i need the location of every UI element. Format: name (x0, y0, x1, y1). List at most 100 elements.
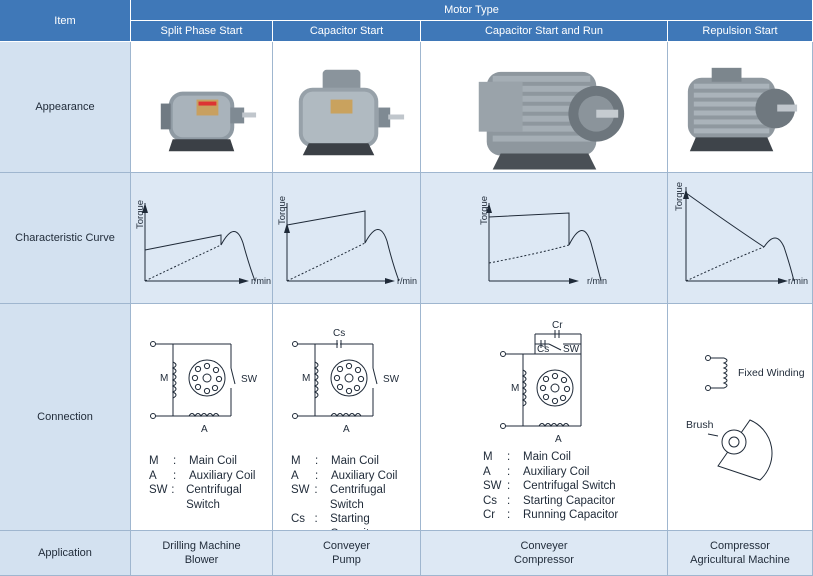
rmin-label: r/min (587, 276, 607, 286)
motor-photo-capacitor-start-run (478, 71, 625, 170)
label-a: A (343, 424, 350, 435)
legend-value: Centrifugal Switch (523, 480, 616, 492)
peak-torque-curve (568, 230, 602, 282)
brush-sector (717, 419, 773, 481)
motor-photo-repulsion-start (687, 67, 798, 152)
row-label-characteristic-curve: Characteristic Curve (0, 173, 131, 304)
label-a: A (201, 424, 208, 435)
x-axis-arrow (385, 278, 395, 284)
application-line: Agricultural Machine (690, 554, 790, 566)
peak-torque-curve (763, 237, 795, 282)
rmin-label: r/min (788, 276, 808, 286)
wiring-diagram-capacitor-start: Cs M A SW (292, 328, 400, 435)
legend-key: M (291, 455, 301, 467)
col-header-capacitor-start: Capacitor Start (273, 21, 421, 42)
y-axis-arrow (486, 203, 492, 213)
x-axis-arrow (778, 278, 788, 284)
legend-value: Main Coil (523, 451, 571, 463)
label-sw: SW (241, 374, 258, 385)
row-label-application: Application (0, 531, 131, 576)
col-header-repulsion-start: Repulsion Start (668, 21, 813, 42)
running-torque-dashed (144, 244, 222, 282)
wiring-diagram-capacitor-start-run: Cr Cs SW M A (500, 320, 582, 445)
y-axis-arrow (142, 203, 148, 213)
label-m: M (160, 373, 168, 384)
curve-split-phase: Torque r/min (131, 173, 273, 304)
application-line: Conveyer (520, 540, 568, 552)
legend-key: A (149, 469, 157, 482)
legend-value: Running Capacitor (523, 509, 619, 521)
label-m: M (302, 373, 310, 384)
legend-key: SW (149, 484, 168, 496)
application-line: Pump (332, 554, 361, 566)
legend-key: Cs (291, 513, 306, 525)
application-split-phase: Drilling Machine Blower (131, 531, 273, 576)
running-torque-dashed (488, 244, 570, 264)
starting-torque-line (286, 210, 366, 243)
col-header-split-phase: Split Phase Start (131, 21, 273, 42)
main-coil (171, 361, 177, 399)
x-axis-arrow (239, 278, 249, 284)
motor-photo-split-phase (160, 91, 257, 152)
rmin-label: r/min (397, 276, 417, 286)
label-a: A (555, 434, 562, 445)
legend-value: Auxiliary Coil (189, 469, 256, 482)
legend-value: Starting Capacitor (330, 513, 379, 530)
label-cr: Cr (552, 320, 563, 331)
legend-key: A (291, 469, 299, 482)
application-line: Compressor (514, 554, 574, 566)
label-sw: SW (383, 374, 400, 385)
label-brush: Brush (686, 419, 714, 431)
x-axis-arrow (569, 278, 579, 284)
appearance-repulsion-start (668, 42, 813, 173)
torque-label: Torque (277, 196, 288, 225)
legend-key: M (149, 455, 159, 467)
legend-value: Auxiliary Coil (523, 465, 590, 478)
connection-repulsion-start: Fixed Winding Brush (668, 304, 813, 531)
appearance-split-phase (131, 42, 273, 173)
label-cs: Cs (537, 344, 549, 355)
legend-key: Cs (483, 494, 498, 507)
application-capacitor-start: Conveyer Pump (273, 531, 421, 576)
application-line: Drilling Machine (162, 540, 241, 552)
legend-value: Main Coil (331, 455, 379, 467)
legend-key: M (483, 451, 493, 463)
application-line: Conveyer (322, 540, 371, 552)
row-label-appearance: Appearance (0, 42, 131, 173)
legend-capacitor-start-run: M:Main Coil A:Auxiliary Coil SW:Centrifu… (483, 451, 619, 521)
auxiliary-coil (538, 423, 570, 427)
starting-torque-line (144, 234, 222, 251)
item-header: Item (0, 0, 131, 42)
curve-repulsion-start: Torque r/min (668, 173, 813, 304)
legend-split-phase: M:Main Coil A:Auxiliary Coil SW:Centrifu… (149, 454, 272, 512)
peak-torque-curve (364, 229, 400, 282)
torque-curve-capacitor-start: Torque r/min (277, 196, 417, 286)
connection-capacitor-start: Cs M A SW M:Main Coil A:Auxiliary Coil S… (273, 304, 421, 531)
torque-label: Torque (479, 196, 490, 225)
connection-capacitor-start-run: Cr Cs SW M A M:Main Coil A:Auxiliary Coi… (421, 304, 668, 531)
curve-capacitor-start: Torque r/min (273, 173, 421, 304)
main-coil (313, 361, 319, 399)
torque-curve-split-phase: Torque r/min (135, 200, 271, 286)
y-axis-arrow (284, 223, 290, 233)
legend-value: Main Coil (189, 455, 237, 467)
rmin-label: r/min (251, 276, 271, 286)
auxiliary-coil (188, 413, 220, 417)
row-label-connection: Connection (0, 304, 131, 531)
motor-photo-capacitor-start (298, 69, 405, 156)
col-header-capacitor-start-run: Capacitor Start and Run (421, 21, 668, 42)
label-sw: SW (563, 344, 580, 355)
legend-key: SW (483, 480, 502, 492)
torque-label: Torque (674, 182, 685, 211)
wiring-diagram-split-phase: M A SW (150, 341, 258, 435)
auxiliary-coil (330, 413, 362, 417)
starting-torque-line (685, 192, 765, 248)
label-cs: Cs (333, 328, 345, 339)
label-fixed-winding: Fixed Winding (738, 367, 805, 379)
connection-split-phase: M A SW M:Main Coil A:Auxiliary Coil SW:C… (131, 304, 273, 531)
starting-torque-line (488, 212, 570, 245)
legend-value: Centrifugal Switch (186, 484, 242, 511)
running-torque-dashed (685, 246, 765, 282)
legend-value: Auxiliary Coil (331, 469, 398, 482)
torque-label: Torque (135, 200, 146, 229)
